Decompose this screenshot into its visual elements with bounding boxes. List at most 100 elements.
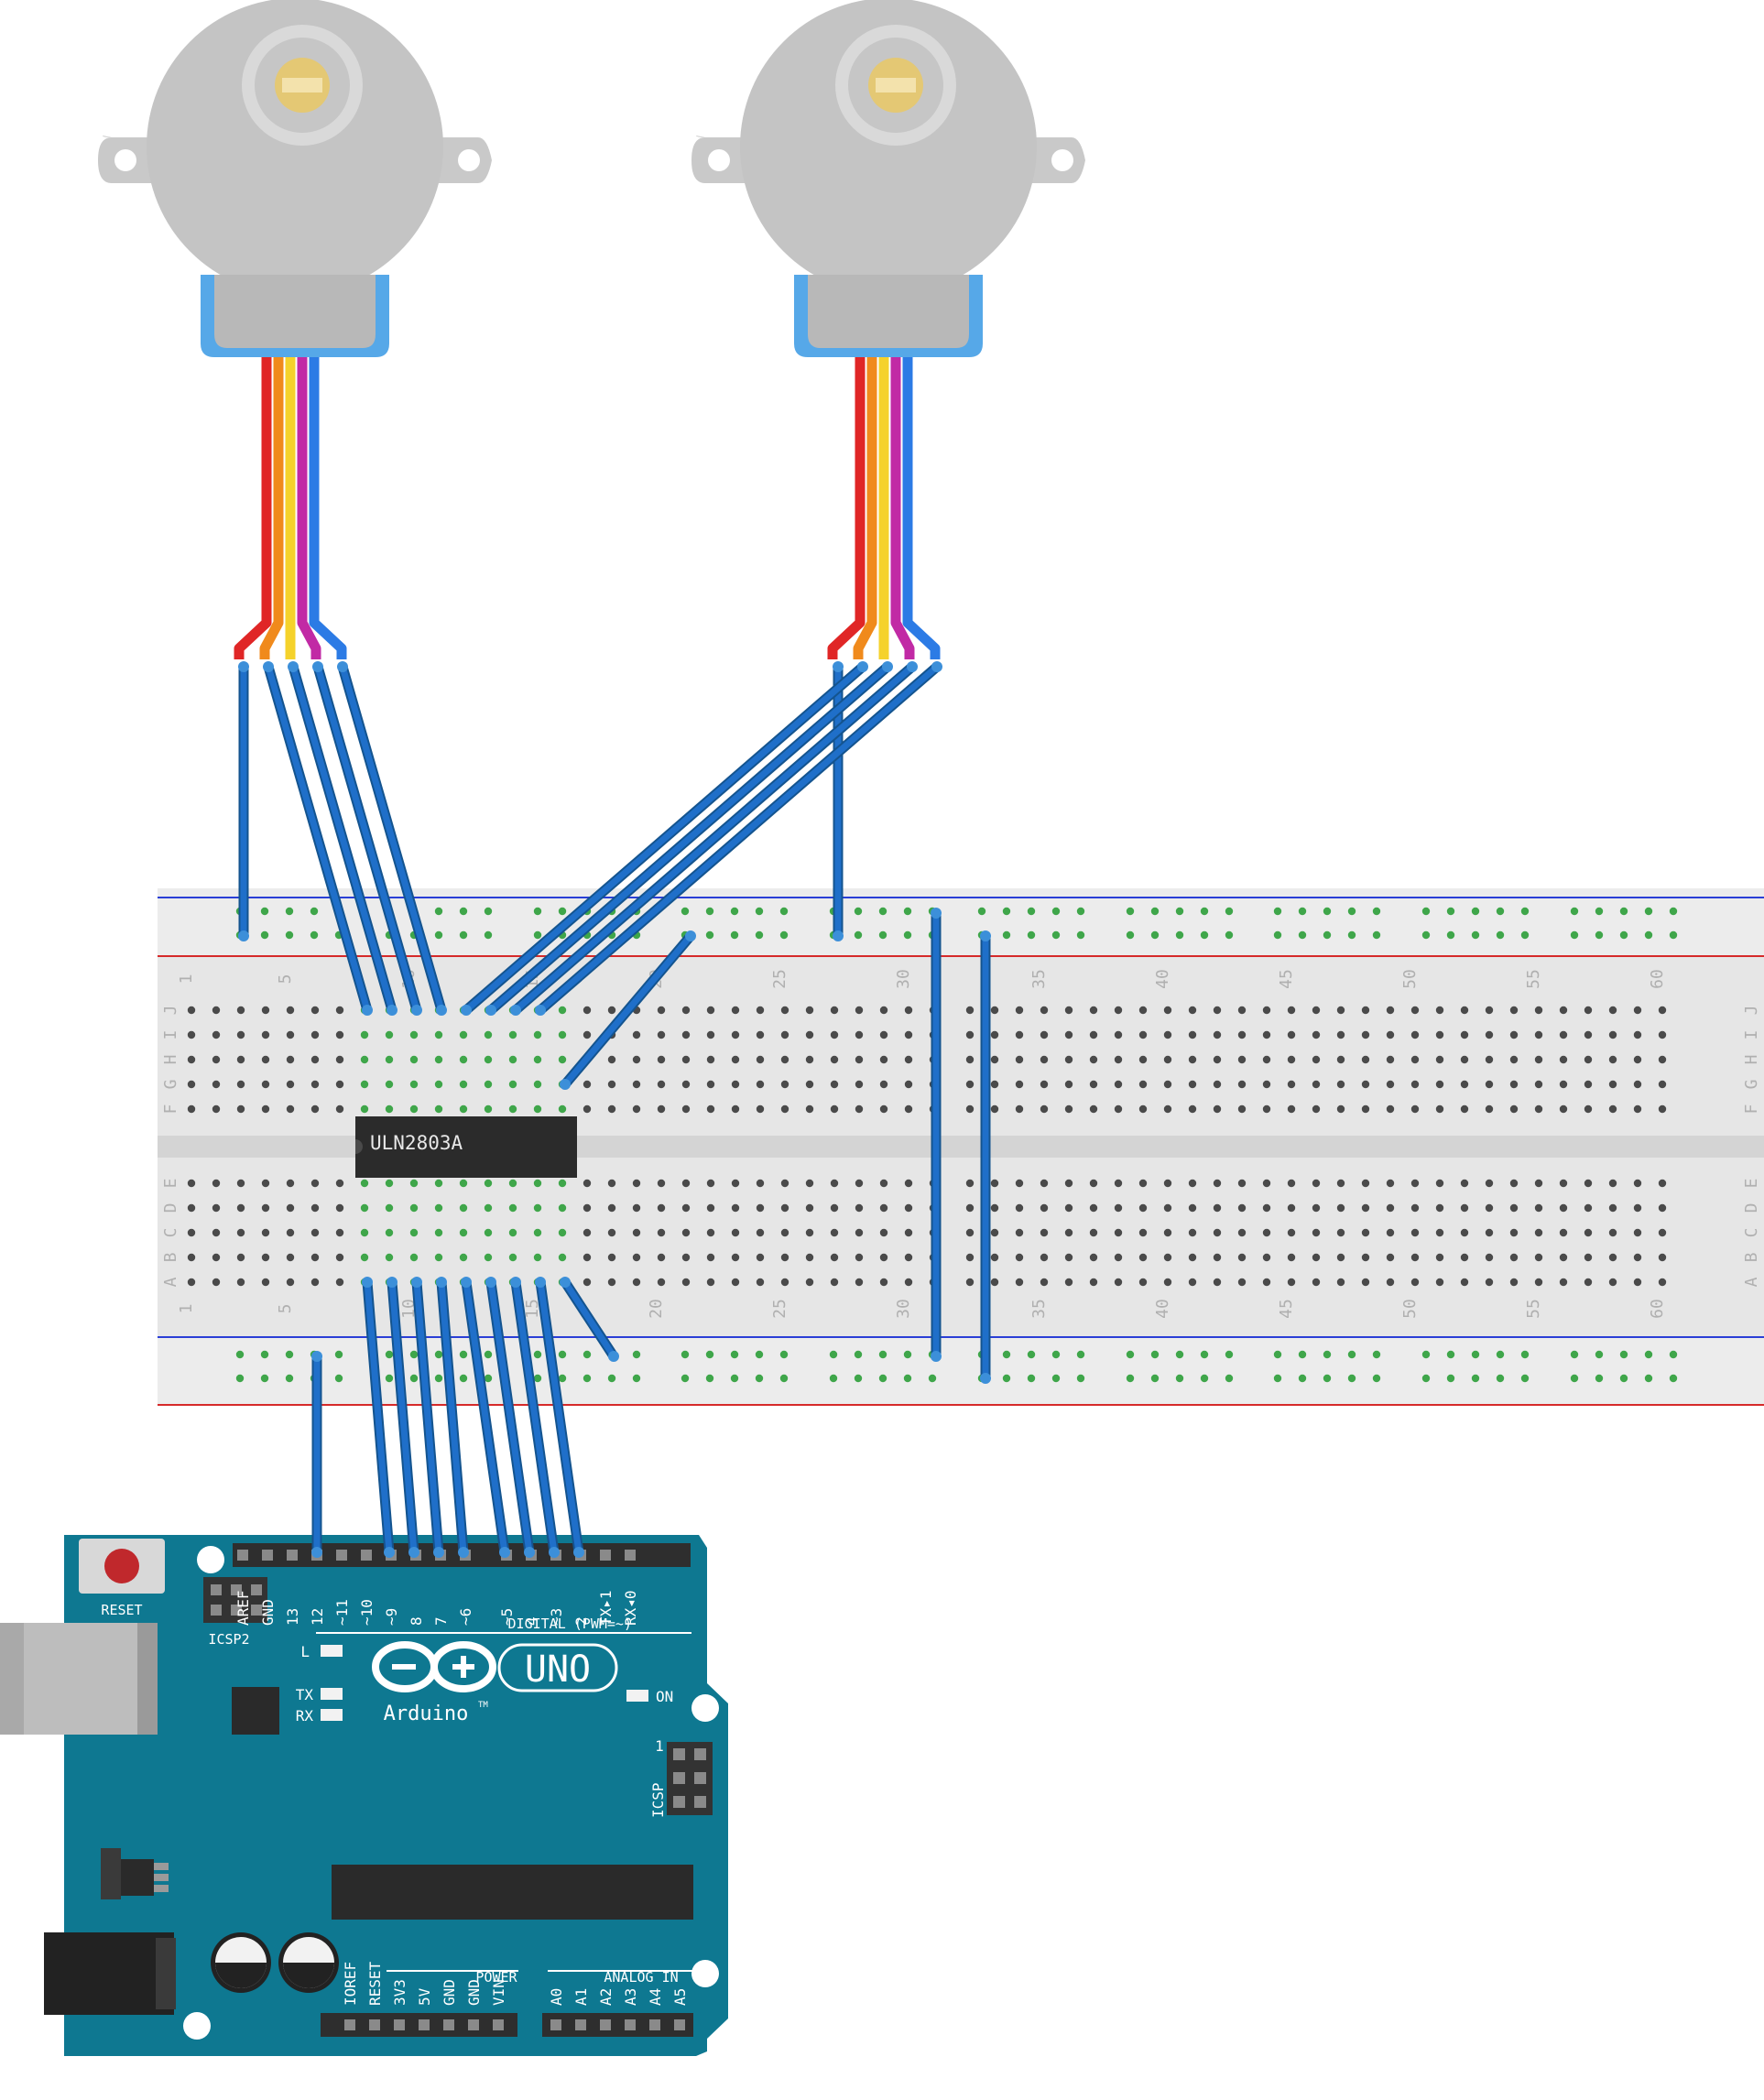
breadboard-hole — [632, 1179, 641, 1188]
breadboard-hole — [1287, 1253, 1296, 1262]
rail-hole — [1669, 1374, 1678, 1383]
breadboard-hole — [731, 1228, 740, 1237]
breadboard-hole — [583, 1104, 592, 1114]
jumper-wire — [560, 930, 696, 1090]
jumper-wire — [411, 1277, 444, 1558]
breadboard-hole — [990, 1030, 999, 1039]
breadboard-hole — [1559, 1030, 1568, 1039]
breadboard-hole — [1386, 1253, 1395, 1262]
breadboard-hole — [780, 1006, 789, 1015]
breadboard-hole — [855, 1278, 864, 1287]
breadboard-hole — [731, 1055, 740, 1064]
wire-end — [436, 1277, 447, 1288]
rail-hole — [1002, 1374, 1011, 1383]
icsp-header — [667, 1742, 713, 1815]
breadboard-hole — [187, 1055, 196, 1064]
breadboard-hole — [1386, 1055, 1395, 1064]
breadboard-hole — [1410, 1104, 1420, 1114]
breadboard-hole — [1040, 1228, 1049, 1237]
breadboard-hole — [830, 1055, 839, 1064]
breadboard-hole — [681, 1006, 691, 1015]
column-number: 25 — [770, 969, 789, 989]
rail-hole — [829, 1374, 838, 1383]
breadboard-hole — [1188, 1179, 1197, 1188]
breadboard-hole — [1163, 1253, 1172, 1262]
digital-label: DIGITAL (PWM=~) — [508, 1616, 632, 1632]
breadboard-hole — [681, 1278, 691, 1287]
breadboard-hole — [360, 1055, 369, 1064]
wire-end — [573, 1547, 584, 1558]
rail-hole — [977, 907, 986, 916]
pin-socket — [625, 2019, 636, 2030]
jumper-wire — [510, 661, 918, 1016]
breadboard-hole — [508, 1030, 517, 1039]
usb-port — [0, 1623, 156, 1735]
rail-hole — [1570, 907, 1579, 916]
breadboard-hole — [879, 1179, 888, 1188]
breadboard-hole — [484, 1253, 493, 1262]
power-pin-label: IOREF — [342, 1962, 359, 2006]
breadboard-hole — [1287, 1104, 1296, 1114]
breadboard-hole — [1312, 1228, 1321, 1237]
rail-hole — [1496, 1374, 1505, 1383]
rail-hole — [854, 907, 863, 916]
wire-end — [931, 908, 942, 919]
breadboard-hole — [1361, 1179, 1370, 1188]
breadboard-hole — [1534, 1278, 1543, 1287]
breadboard-hole — [286, 1253, 295, 1262]
breadboard-hole — [1509, 1278, 1519, 1287]
breadboard-hole — [1633, 1055, 1642, 1064]
breadboard-hole — [1114, 1253, 1123, 1262]
breadboard-hole — [212, 1104, 221, 1114]
rail-hole — [903, 1374, 912, 1383]
breadboard-hole — [508, 1179, 517, 1188]
rail-hole — [1200, 1374, 1209, 1383]
rail-hole — [1027, 907, 1036, 916]
wire-end — [411, 1277, 422, 1288]
breadboard-hole — [731, 1278, 740, 1287]
breadboard-hole — [1386, 1104, 1395, 1114]
breadboard-hole — [1361, 1203, 1370, 1213]
rail-hole — [1225, 1350, 1234, 1359]
atmega-chip — [332, 1865, 693, 1920]
usb-chip — [232, 1687, 279, 1735]
rail-hole — [260, 1350, 269, 1359]
breadboard-hole — [904, 1228, 913, 1237]
rail-hole — [1225, 1374, 1234, 1383]
breadboard-hole — [409, 1203, 419, 1213]
breadboard-hole — [1262, 1104, 1271, 1114]
breadboard-hole — [1262, 1030, 1271, 1039]
breadboard-hole — [965, 1278, 975, 1287]
rail-hole — [1570, 1350, 1579, 1359]
breadboard-hole — [1336, 1179, 1345, 1188]
breadboard-hole — [1386, 1179, 1395, 1188]
breadboard-hole — [360, 1228, 369, 1237]
power-pin-label: GND — [465, 1979, 483, 2006]
breadboard-hole — [409, 1104, 419, 1114]
breadboard-hole — [236, 1278, 245, 1287]
rail-hole — [1076, 907, 1085, 916]
wire-end — [524, 1547, 535, 1558]
breadboard-hole — [1287, 1006, 1296, 1015]
breadboard-hole — [286, 1179, 295, 1188]
breadboard-hole — [1188, 1006, 1197, 1015]
breadboard-hole — [335, 1030, 344, 1039]
breadboard-hole — [657, 1055, 666, 1064]
rail-hole — [1225, 930, 1234, 940]
breadboard-hole — [1138, 1179, 1148, 1188]
breadboard-hole — [212, 1203, 221, 1213]
rail-hole — [235, 1350, 245, 1359]
rail-hole — [285, 907, 294, 916]
breadboard-hole — [657, 1104, 666, 1114]
breadboard-hole — [1213, 1228, 1222, 1237]
breadboard-hole — [855, 1179, 864, 1188]
breadboard-hole — [212, 1253, 221, 1262]
breadboard-hole — [1336, 1080, 1345, 1089]
pin-socket — [262, 1550, 273, 1561]
breadboard-hole — [484, 1228, 493, 1237]
rail-hole — [434, 930, 443, 940]
row-label: A — [161, 1277, 180, 1287]
rail-hole — [1421, 1350, 1431, 1359]
breadboard-hole — [187, 1253, 196, 1262]
